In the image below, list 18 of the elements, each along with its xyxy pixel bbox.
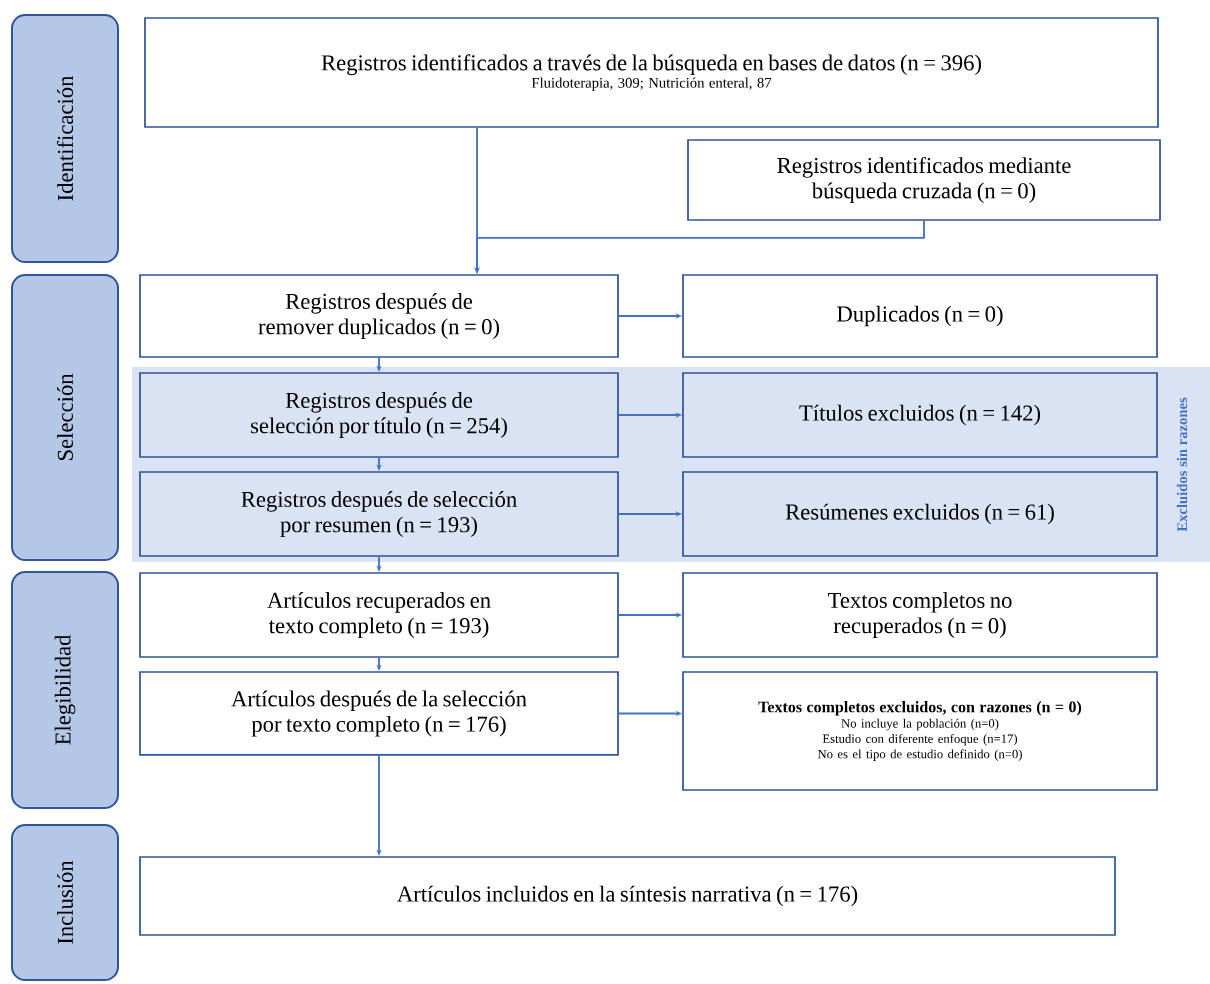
process-box: Registros después de selección por resumen (n = 193) bbox=[139, 471, 619, 557]
stage-label: Selección bbox=[11, 274, 119, 561]
process-box: Registros identificados a través de la búsqueda en bases de datos (n = 396) Fluidoterapia, 309; Nutrición enteral, 87 bbox=[144, 17, 1159, 128]
process-box: Artículos recuperados en texto completo (n = 193) bbox=[139, 572, 619, 658]
process-box: Títulos excluidos (n = 142) bbox=[682, 372, 1158, 458]
stage-label: Identificación bbox=[11, 14, 119, 263]
stage-label: Elegibilidad bbox=[11, 571, 119, 809]
process-box: Textos completos no recuperados (n = 0) bbox=[682, 572, 1158, 658]
process-box: Registros después de remover duplicados (n = 0) bbox=[139, 274, 619, 358]
process-box: Artículos incluidos en la síntesis narrativa (n = 176) bbox=[139, 856, 1116, 936]
process-box: Textos completos excluidos, con razones (n = 0) No incluye la población (n=0) Estudio con diferente enfoque (n=17) No es el tipo de estudio definido (n=0) bbox=[682, 671, 1158, 791]
process-box: Registros identificados mediante búsqueda cruzada (n = 0) bbox=[687, 139, 1161, 221]
band-label: Excluidos sin razones bbox=[1176, 397, 1188, 532]
process-box: Duplicados (n = 0) bbox=[682, 274, 1158, 358]
process-box: Resúmenes excluidos (n = 61) bbox=[682, 471, 1158, 557]
process-box: Artículos después de la selección por texto completo (n = 176) bbox=[139, 671, 619, 756]
stage-label: Inclusión bbox=[11, 824, 119, 981]
process-box: Registros después de selección por título (n = 254) bbox=[139, 372, 619, 458]
